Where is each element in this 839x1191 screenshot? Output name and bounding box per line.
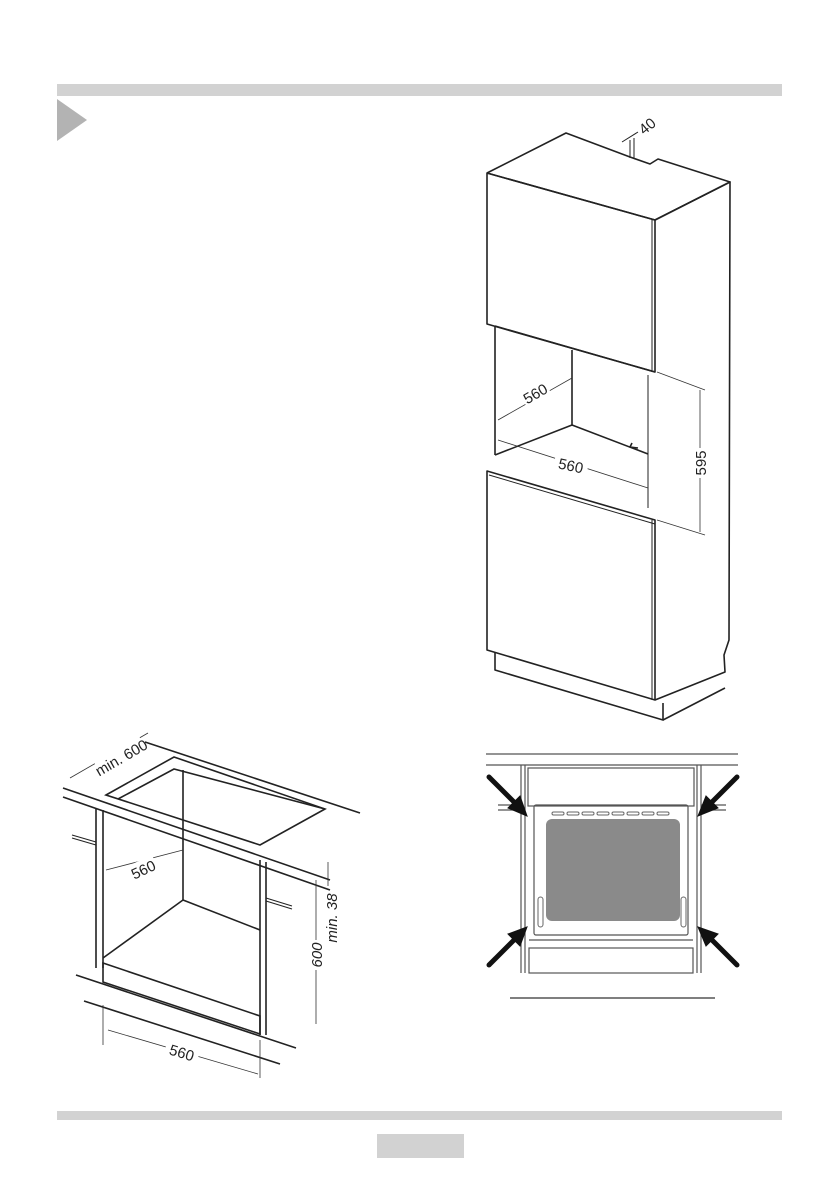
dim-opening-height-label: 600	[309, 942, 326, 968]
section-bullet-icon	[57, 99, 87, 141]
dim-clearance-label: min. 38	[324, 893, 341, 943]
dim-height-label: 595	[693, 450, 710, 475]
dim-width-label: 560	[557, 456, 585, 478]
footer-bar	[57, 1111, 782, 1120]
page-number-box	[377, 1134, 464, 1158]
header-bar	[57, 84, 782, 96]
oven-window	[546, 819, 680, 921]
dim-bottom-width-label: 560	[167, 1042, 196, 1066]
